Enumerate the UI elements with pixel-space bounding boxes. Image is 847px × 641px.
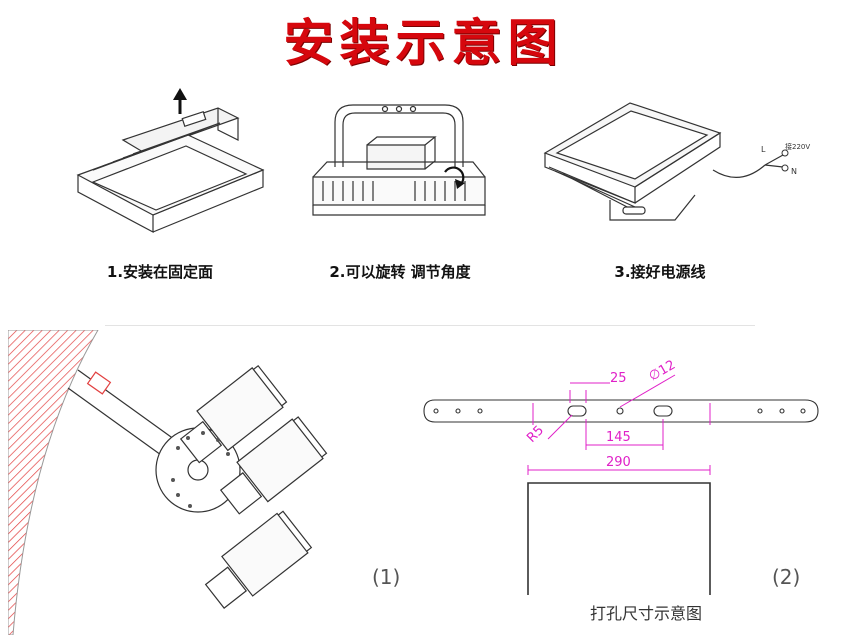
panel2-number: (2) xyxy=(772,565,801,589)
hole-dimension-diagram: 25 ∅12 R5 145 290 xyxy=(423,358,819,595)
dim-phi12: ∅12 xyxy=(647,358,679,385)
step3-caption: 3.接好电源线 xyxy=(614,263,706,281)
wire-label-neutral: N xyxy=(791,167,797,176)
section-divider xyxy=(105,325,755,326)
page-title: 安装示意图 xyxy=(283,14,564,72)
step1-caption: 1.安装在固定面 xyxy=(106,263,214,281)
dim-145: 145 xyxy=(606,430,631,445)
step3-illustration: L N 接220V xyxy=(543,102,810,221)
wire-label-voltage: 接220V xyxy=(785,142,810,151)
dim-25: 25 xyxy=(610,371,627,386)
hole-size-caption: 打孔尺寸示意图 xyxy=(590,604,703,623)
dim-290: 290 xyxy=(606,455,631,470)
step2-caption: 2.可以旋转 调节角度 xyxy=(329,263,471,281)
wire-label-live: L xyxy=(761,145,766,154)
step2-illustration xyxy=(312,104,486,216)
step1-illustration xyxy=(76,88,265,233)
dim-r5: R5 xyxy=(524,423,547,446)
pole-mount-diagram xyxy=(8,330,328,635)
panel1-number: (1) xyxy=(372,565,401,589)
